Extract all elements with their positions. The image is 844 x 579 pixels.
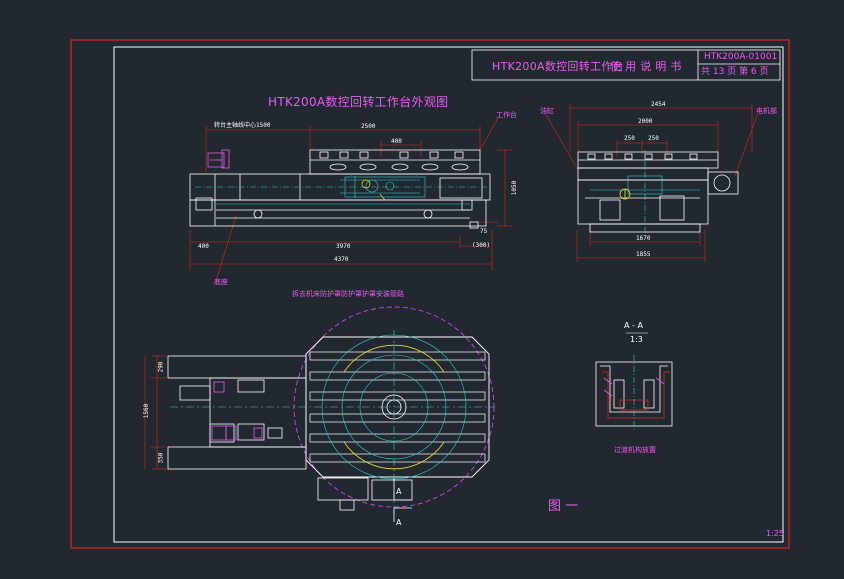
dim-front-top-span: 2500	[361, 123, 376, 130]
section-scale: 1:3	[630, 335, 643, 344]
note-remove-guard: 拆去机床防护罩防护罩护罩安装管路	[292, 290, 404, 298]
dim-side-bottom-width: 1855	[636, 251, 651, 258]
front-elevation-view	[189, 117, 512, 285]
dim-front-right-bracket: (300)	[472, 242, 491, 249]
outer-border	[70, 39, 790, 549]
dim-side-base-width: 1670	[636, 235, 651, 242]
inner-frame	[113, 46, 784, 543]
label-side-right: 电机部	[756, 107, 777, 115]
arrow-label-bottom: A	[396, 518, 402, 527]
title-block-drawing-no: HTK200A-01001	[704, 52, 778, 62]
figure-label: 图 一	[548, 499, 579, 514]
dim-plan-total: 1560	[143, 403, 151, 419]
label-table: 工作台	[496, 111, 517, 119]
plan-view	[144, 306, 495, 522]
section-a-a-view	[595, 332, 673, 432]
title-block	[471, 49, 781, 81]
title-block-doc-type: 使 用 说 明 书	[610, 60, 682, 73]
title-block-product-title: HTK200A数控回转工作台	[492, 60, 624, 73]
dim-side-slot-b: 250	[648, 135, 659, 142]
section-label: A - A	[624, 321, 643, 330]
dim-front-center-span: 400	[391, 138, 402, 145]
arrow-label-top: A	[396, 487, 402, 496]
dim-plan-upper: 290	[157, 361, 165, 373]
sheet-scale: 1:25	[766, 529, 784, 538]
dim-front-left-offset: 400	[198, 243, 209, 250]
dim-front-right-small: 75	[480, 228, 488, 235]
section-caption: 过渡机构放置	[614, 446, 656, 454]
dim-side-table-width: 2000	[638, 118, 653, 125]
label-base: 底座	[214, 278, 228, 286]
view-title: HTK200A数控回转工作台外观图	[268, 95, 449, 109]
label-side-left: 油缸	[540, 107, 554, 115]
dim-front-top-left: 转台主轴线中心1500	[214, 122, 271, 129]
dim-front-mid-span: 3970	[336, 243, 351, 250]
dim-plan-lower: 350	[157, 452, 165, 464]
dim-front-overall: 4370	[334, 256, 349, 263]
dim-side-overall-top: 2454	[651, 101, 666, 108]
dim-side-slot-a: 250	[624, 135, 635, 142]
title-block-sheet-info: 共 13 页 第 6 页	[701, 67, 769, 77]
dim-front-height: 1050	[511, 180, 519, 196]
side-elevation-view	[544, 104, 759, 262]
